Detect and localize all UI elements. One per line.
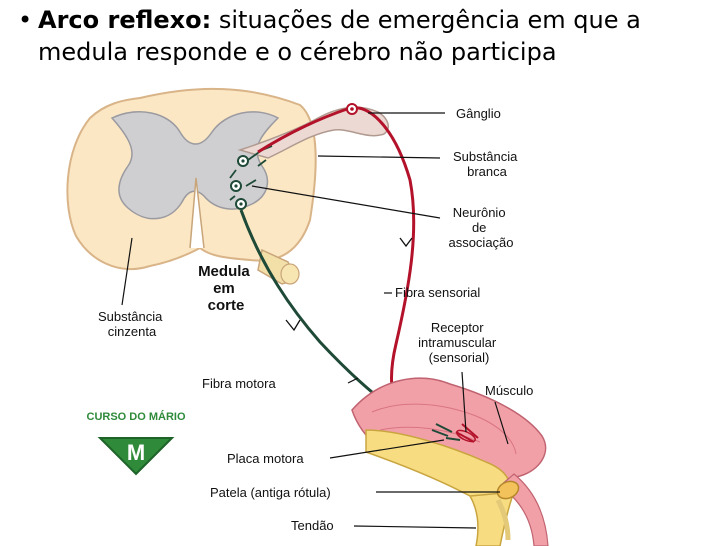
direction-arrows	[285, 237, 413, 332]
heading-paragraph: Arco reflexo: situações de emergência em…	[38, 4, 698, 68]
label-substancia-branca-1: Substância	[453, 149, 518, 164]
label-receptor-3: (sensorial)	[429, 350, 490, 365]
logo-letter: M	[127, 440, 145, 465]
label-fibra-motora: Fibra motora	[202, 376, 276, 391]
label-substancia-cinzenta: Substância cinzenta	[98, 309, 166, 339]
leader-lines	[121, 112, 509, 529]
label-receptor-2: intramuscular	[418, 335, 497, 350]
label-musculo: Músculo	[485, 383, 533, 398]
label-substancia-branca: Substância branca	[453, 149, 521, 179]
center-label-line-3: corte	[208, 297, 245, 314]
label-receptor: Receptor intramuscular (sensorial)	[418, 320, 500, 365]
logo-text: CURSO DO MÁRIO	[87, 410, 186, 423]
label-patela: Patela (antiga rótula)	[210, 485, 331, 500]
curso-do-mario-logo: CURSO DO MÁRIO M	[87, 410, 186, 476]
label-neuronio-3: associação	[448, 235, 513, 250]
label-fibra-sensorial: Fibra sensorial	[395, 285, 480, 300]
label-receptor-1: Receptor	[431, 320, 484, 335]
label-substancia-cinzenta-2: cinzenta	[108, 324, 157, 339]
label-neuronio-2: de	[472, 220, 486, 235]
label-placa-motora: Placa motora	[227, 451, 304, 466]
label-neuronio-1: Neurônio	[453, 205, 506, 220]
center-label-line-2: em	[213, 280, 235, 297]
label-substancia-branca-2: branca	[467, 164, 508, 179]
label-tendao: Tendão	[291, 518, 334, 533]
center-label-line-1: Medula	[198, 263, 250, 280]
label-substancia-cinzenta-1: Substância	[98, 309, 163, 324]
label-neuronio-associacao: Neurônio de associação	[448, 205, 513, 250]
heading-bold: Arco reflexo:	[38, 6, 212, 34]
leg-illustration	[351, 377, 549, 546]
slide-text: • Arco reflexo: situações de emergência …	[18, 4, 698, 68]
spinal-cord-section	[66, 87, 389, 285]
center-label: Medula em corte	[198, 263, 254, 314]
heading-text: situações de emergência em que a medula …	[38, 6, 641, 66]
label-ganglio: Gânglio	[456, 106, 501, 121]
bullet: •	[18, 6, 33, 34]
